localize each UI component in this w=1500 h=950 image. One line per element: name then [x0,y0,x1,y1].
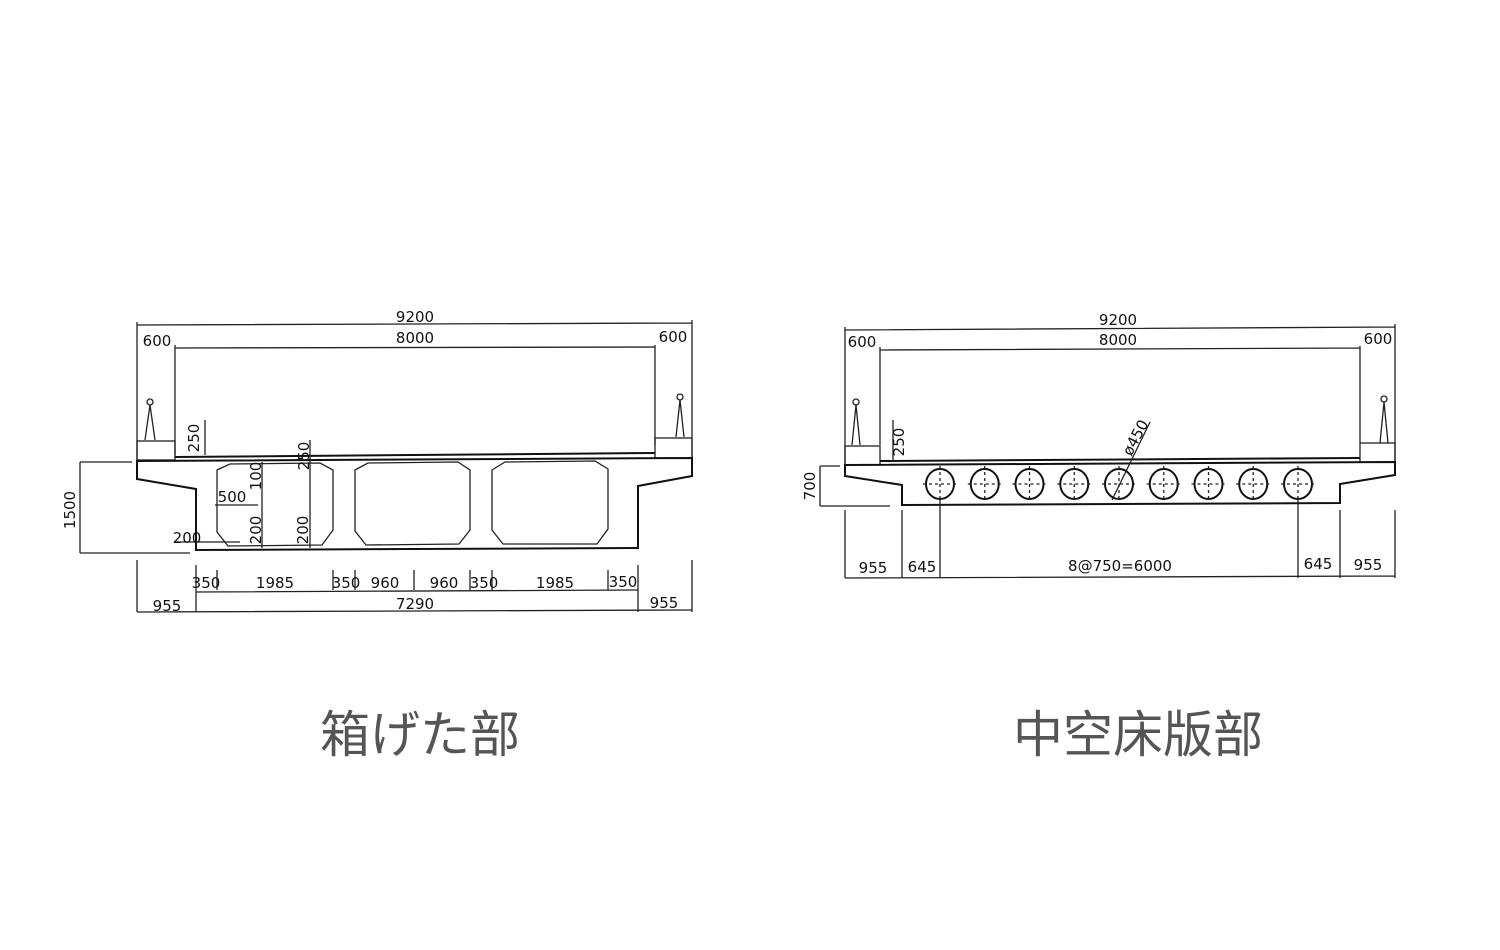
dim-curb-left: 600 [143,332,172,350]
dim-bottom-b: 200 [294,516,312,545]
box-girder-caption: 箱げた部 [320,706,520,764]
right-curb [1359,442,1396,463]
dim-bottom-width: 7290 [396,595,434,613]
dim-void-dia: ø450 [1119,417,1153,459]
void-centerline [1191,466,1226,502]
dim-edge-right: 645 [1304,555,1333,573]
dim-overhang-left: 955 [153,597,182,615]
dim-overhang-left: 955 [859,559,888,577]
void-centerline [967,466,1002,502]
dim-void-spacing: 8@750=6000 [1068,557,1172,575]
left-curb [844,445,881,466]
dim-edge-left: 645 [908,558,937,576]
dim-curb-left: 600 [848,333,877,351]
dim-curb-h: 250 [185,424,203,453]
left-curb [136,440,176,461]
dim-curb-h: 250 [890,428,908,457]
box-girder-section: 9200 8000 600 600 1500 250 250 100 500 2… [61,308,693,615]
dim-web2: 350 [332,574,361,592]
dim-web-offset: 200 [173,529,202,547]
dim-cell1: 1985 [256,574,294,592]
dim-haunch: 100 [247,462,265,491]
dim-overhang-right: 955 [1354,556,1383,574]
hollow-slab-section: 9200 8000 600 600 700 250 ø450 955 645 8… [801,311,1396,579]
dim-curb-right: 600 [659,328,688,346]
dim-roadway: 8000 [396,329,434,347]
dim-half-b: 960 [430,574,459,592]
void-centerline [1102,466,1136,502]
dim-web1: 350 [192,574,221,592]
void-centerline [1012,466,1047,502]
hollow-slab-caption: 中空床版部 [1013,706,1263,764]
void-centerline [1146,466,1181,502]
dim-web4: 350 [609,573,638,591]
dim-depth: 700 [801,472,819,501]
void-centerline [1281,466,1315,502]
slab-outline [844,460,1396,507]
dim-height: 1500 [61,491,79,529]
dim-slab-top: 250 [295,442,313,471]
dim-cell3: 1985 [536,574,574,592]
void-group [923,466,1315,502]
dim-total-width: 9200 [1099,311,1137,329]
right-curb [654,437,693,459]
dim-haunch-w: 500 [218,488,247,506]
dim-curb-right: 600 [1364,330,1393,348]
dim-half-a: 960 [371,574,400,592]
void-centerline [923,466,957,502]
dim-web3: 350 [470,574,499,592]
dim-overhang-right: 955 [650,594,679,612]
void-centerline [1236,466,1271,502]
dim-roadway: 8000 [1099,331,1137,349]
void-centerline [1057,466,1092,502]
dim-total-width: 9200 [396,308,434,326]
dim-bottom-a: 200 [247,516,265,545]
girder-outline [136,456,693,552]
